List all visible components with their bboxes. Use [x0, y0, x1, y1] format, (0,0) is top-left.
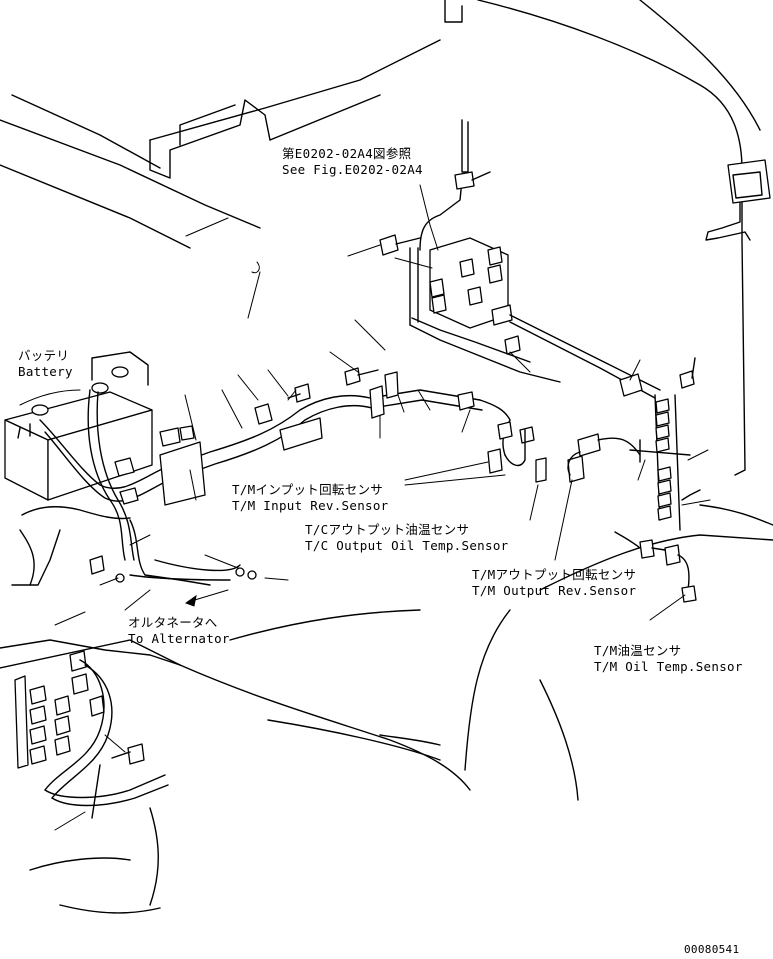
- leader-lines: [54, 184, 711, 831]
- tc-temp-sensor-label-jp: T/Cアウトプット油温センサ: [305, 522, 470, 537]
- reference-label-jp: 第E0202-02A4図参照: [282, 146, 412, 161]
- tc-temp-sensor-label-en: T/C Output Oil Temp.Sensor: [305, 538, 509, 553]
- output-sensor-label-en: T/M Output Rev.Sensor: [472, 583, 637, 598]
- bolts: [89, 234, 696, 765]
- battery-label: バッテリ Battery: [18, 348, 73, 380]
- output-sensor-label: T/Mアウトプット回転センサ T/M Output Rev.Sensor: [472, 567, 636, 599]
- input-sensor-label-en: T/M Input Rev.Sensor: [232, 498, 389, 513]
- oil-temp-sensor-label: T/M油温センサ T/M Oil Temp.Sensor: [594, 643, 743, 675]
- right-connector-board: [619, 373, 701, 531]
- lower-outline: [0, 504, 773, 914]
- oil-temp-sensor-label-jp: T/M油温センサ: [594, 643, 682, 658]
- tc-temp-sensor-label: T/Cアウトプット油温センサ T/C Output Oil Temp.Senso…: [305, 522, 508, 554]
- input-sensor-label: T/Mインプット回転センサ T/M Input Rev.Sensor: [232, 482, 389, 514]
- alternator-label-en: To Alternator: [128, 631, 230, 646]
- input-sensor-label-jp: T/Mインプット回転センサ: [232, 482, 384, 497]
- alternator-label-jp: オルタネータへ: [128, 615, 218, 630]
- alternator-arrow: [184, 594, 197, 607]
- headlamp: [705, 159, 771, 241]
- output-sensor-label-jp: T/Mアウトプット回転センサ: [472, 567, 637, 582]
- alternator-label: オルタネータへ To Alternator: [128, 615, 230, 647]
- relay-bracket: [409, 119, 661, 399]
- reference-label-en: See Fig.E0202-02A4: [282, 162, 423, 177]
- battery-label-jp: バッテリ: [18, 348, 70, 363]
- sensor-harness: [479, 399, 697, 603]
- figure-number: 00080541: [684, 943, 740, 956]
- reference-label: 第E0202-02A4図参照 See Fig.E0202-02A4: [282, 146, 423, 178]
- battery-drawing: [4, 351, 153, 501]
- oil-temp-sensor-label-en: T/M Oil Temp.Sensor: [594, 659, 743, 674]
- inset-detail: [0, 639, 181, 819]
- battery-label-en: Battery: [18, 364, 73, 379]
- machine-body-outline: [0, 0, 761, 476]
